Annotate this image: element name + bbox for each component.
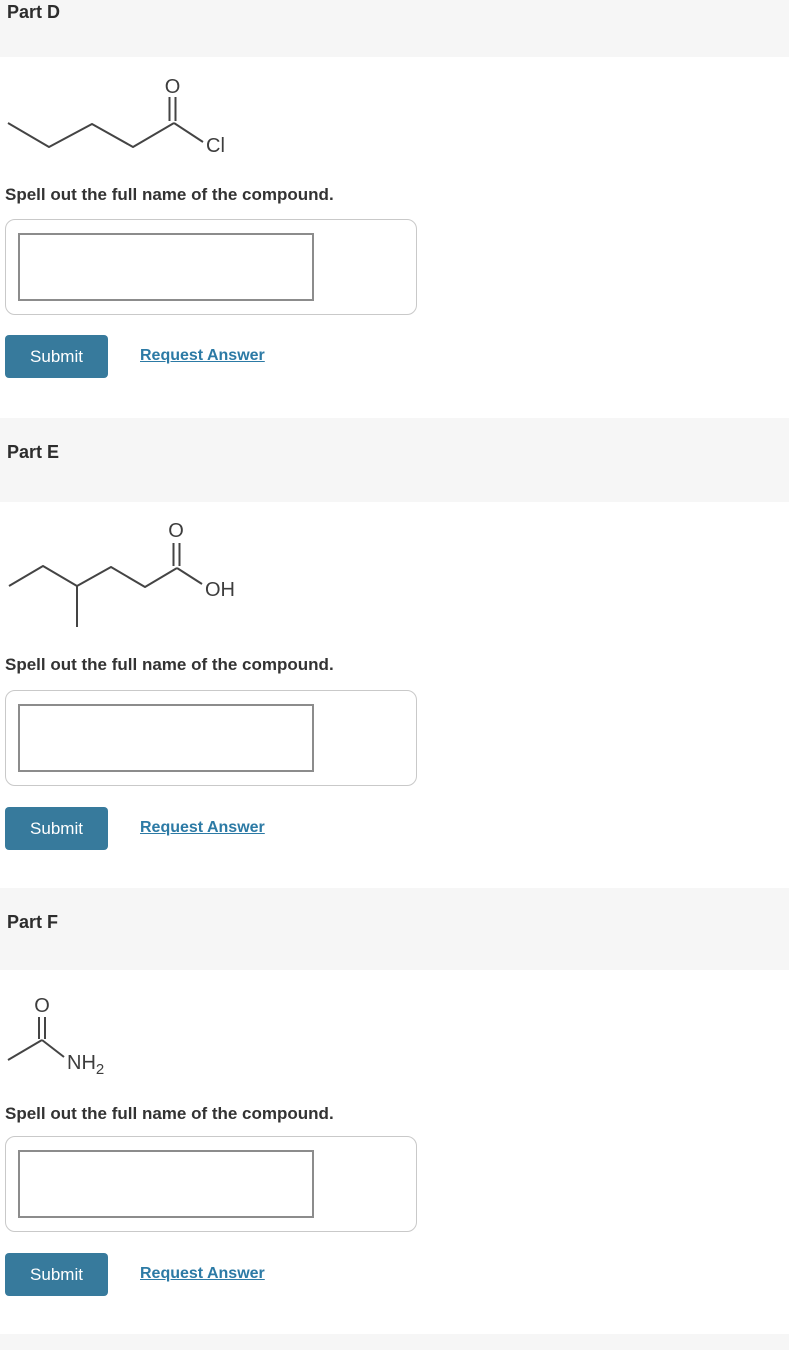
part-e-request-answer-link[interactable]: Request Answer — [140, 819, 265, 836]
amine-group-label: NH2 — [67, 1052, 104, 1078]
part-f-prompt: Spell out the full name of the compound. — [5, 1104, 334, 1123]
oxygen-atom-label: O — [165, 76, 181, 98]
part-d-title: Part D — [7, 2, 61, 22]
amine-subscript-2: 2 — [96, 1061, 104, 1078]
part-e-header-bar — [0, 418, 789, 502]
part-e-submit-button[interactable]: Submit — [5, 807, 108, 850]
part-f-header-bar — [0, 888, 789, 970]
c-cl-bond — [173, 122, 204, 143]
part-f-structure-amide: O NH2 — [7, 995, 104, 1078]
part-e-structure-carboxylic-acid: O OH — [8, 520, 235, 627]
c-n-bond — [41, 1039, 65, 1058]
c-oh-bond — [176, 567, 203, 585]
part-d-prompt: Spell out the full name of the compound. — [5, 185, 334, 204]
part-f-answer-input[interactable] — [18, 1150, 314, 1218]
part-e-answer-input[interactable] — [18, 704, 314, 772]
part-d-structure-acyl-chloride: O Cl — [7, 76, 225, 157]
part-e-title: Part E — [7, 442, 60, 462]
part-f-request-answer-link[interactable]: Request Answer — [140, 1265, 265, 1282]
part-d-request-answer-link[interactable]: Request Answer — [140, 347, 265, 364]
carbon-chain-bond — [7, 122, 175, 148]
amine-nh-label: NH — [67, 1052, 96, 1074]
next-section-divider — [0, 1334, 789, 1350]
oxygen-atom-label: O — [34, 995, 50, 1017]
part-d-header-bar — [0, 0, 789, 57]
part-d-submit-button[interactable]: Submit — [5, 335, 108, 378]
part-f-title: Part F — [7, 912, 59, 932]
chlorine-atom-label: Cl — [206, 135, 225, 157]
part-f-answer-container — [5, 1136, 417, 1232]
methyl-bond — [7, 1039, 43, 1061]
hydroxyl-group-label: OH — [205, 579, 235, 601]
part-e-answer-container — [5, 690, 417, 786]
oxygen-atom-label: O — [168, 520, 184, 542]
part-e-prompt: Spell out the full name of the compound. — [5, 655, 334, 674]
carbon-chain-bond — [8, 565, 178, 588]
part-d-answer-container — [5, 219, 417, 315]
part-d-answer-input[interactable] — [18, 233, 314, 301]
part-f-submit-button[interactable]: Submit — [5, 1253, 108, 1296]
